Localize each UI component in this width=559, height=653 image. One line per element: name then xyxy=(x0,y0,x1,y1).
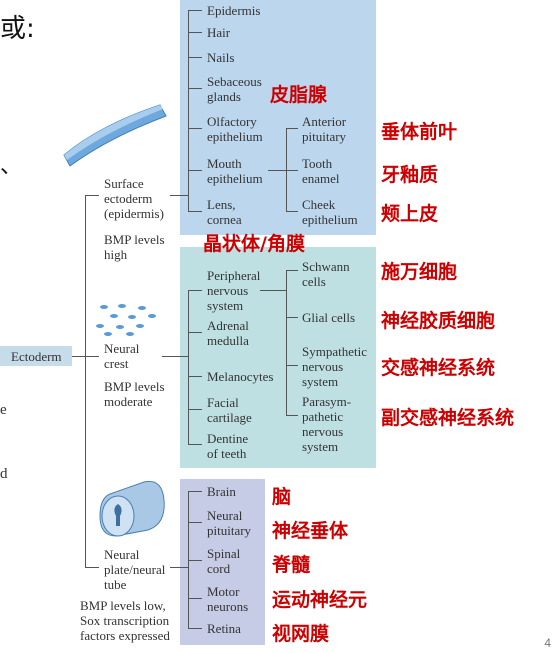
page-number: 4 xyxy=(544,636,551,650)
neural-crest-cells-icon xyxy=(96,304,156,336)
neural-crest-label: Neural crest xyxy=(104,341,140,371)
surface-sub-tick xyxy=(286,128,298,129)
root-connector xyxy=(72,356,85,357)
crest-panel-spine xyxy=(188,290,189,445)
annotation-neural-pituitary: 神经垂体 xyxy=(272,520,349,542)
tube-panel-spine xyxy=(188,491,189,628)
surface-item: Epidermis xyxy=(207,3,261,18)
surface-item: Olfactory epithelium xyxy=(207,114,263,144)
annotation-sebaceous: 皮脂腺 xyxy=(270,84,328,106)
surface-sub-tick xyxy=(286,211,298,212)
annotation-enamel: 牙釉质 xyxy=(381,164,439,186)
annotation-retina: 视网膜 xyxy=(272,623,330,645)
crest-sub-item: Schwann cells xyxy=(302,259,350,289)
surface-item: Lens, cornea xyxy=(207,197,242,227)
crest-tick xyxy=(188,444,202,445)
crest-sub-spine xyxy=(286,270,287,415)
surface-sub-connector xyxy=(268,170,286,171)
annotation-schwann: 施万细胞 xyxy=(381,261,458,283)
crest-item: Facial cartilage xyxy=(207,395,252,425)
tube-branch xyxy=(85,567,99,568)
crest-sub-tick xyxy=(286,270,298,271)
surface-sub-tick xyxy=(286,170,298,171)
tube-tick xyxy=(188,628,202,629)
title-fragment: 或: xyxy=(0,14,35,44)
surface-tick xyxy=(188,170,202,171)
annotation-anterior-pituitary: 垂体前叶 xyxy=(381,121,458,143)
crest-sub-item: Parasym- pathetic nervous system xyxy=(302,394,352,454)
surface-ectoderm-panel xyxy=(180,0,376,235)
tube-tick xyxy=(188,560,202,561)
tube-tick xyxy=(188,598,202,599)
surface-sub-item: Anterior pituitary xyxy=(302,114,347,144)
surface-tick xyxy=(188,211,202,212)
crest-sub-tick xyxy=(286,365,298,366)
annotation-lens: 晶状体/角膜 xyxy=(203,233,305,255)
annotation-brain: 脑 xyxy=(272,486,292,508)
crest-to-panel xyxy=(162,356,188,357)
crest-sub-item: Sympathetic nervous system xyxy=(302,344,367,389)
ectoderm-box xyxy=(0,346,72,366)
left-mark-fragment: 、 xyxy=(0,154,23,179)
surface-item: Sebaceous glands xyxy=(207,74,262,104)
tube-tick xyxy=(188,522,202,523)
neural-tube-panel xyxy=(180,479,265,645)
surface-item: Nails xyxy=(207,50,235,65)
annotation-parasympathetic: 副交感神经系统 xyxy=(381,407,515,429)
crest-sub-connector xyxy=(260,290,286,291)
crest-item: Melanocytes xyxy=(207,369,274,384)
crest-bmp-label: BMP levels moderate xyxy=(104,379,165,409)
neural-tube-label: Neural plate/neural tube xyxy=(104,547,166,592)
crest-sub-item: Glial cells xyxy=(302,310,356,325)
crest-tick xyxy=(188,409,202,410)
surface-tick xyxy=(188,88,202,89)
surface-branch xyxy=(85,195,99,196)
crest-sub-tick xyxy=(286,317,298,318)
surface-tick xyxy=(188,10,202,11)
surface-item: Mouth epithelium xyxy=(207,156,263,186)
crest-branch xyxy=(85,356,99,357)
surface-panel-spine xyxy=(188,10,189,211)
crest-item: Dentine of teeth xyxy=(207,431,249,461)
surface-item: Hair xyxy=(207,25,231,40)
text-fragment-d: d xyxy=(0,466,8,482)
surface-ectoderm-label: Surface ectoderm (epidermis) xyxy=(104,176,164,221)
surface-to-panel xyxy=(170,195,188,196)
tube-item: Neural pituitary xyxy=(207,508,252,538)
crest-item: Adrenal medulla xyxy=(207,318,249,348)
annotation-motor-neurons: 运动神经元 xyxy=(272,589,368,611)
annotation-sympathetic: 交感神经系统 xyxy=(381,357,496,379)
ectoderm-label: Ectoderm xyxy=(11,349,62,364)
tube-item: Motor neurons xyxy=(207,584,249,614)
surface-tick xyxy=(188,32,202,33)
text-fragment-e: e xyxy=(0,402,7,418)
annotation-spinal-cord: 脊髓 xyxy=(272,554,311,576)
surface-sub-item: Tooth enamel xyxy=(302,156,340,186)
neural-tube-icon xyxy=(99,480,165,537)
surface-tick xyxy=(188,57,202,58)
crest-item: Peripheral nervous system xyxy=(207,268,261,313)
tube-item: Retina xyxy=(207,621,241,636)
tube-item: Brain xyxy=(207,484,236,499)
surface-sub-item: Cheek epithelium xyxy=(302,197,358,227)
crest-tick xyxy=(188,332,202,333)
crest-tick xyxy=(188,376,202,377)
surface-tick xyxy=(188,128,202,129)
crest-tick xyxy=(188,290,202,291)
crest-sub-tick xyxy=(286,415,298,416)
surface-bmp-label: BMP levels high xyxy=(104,232,165,262)
tube-bmp-label: BMP levels low, Sox transcription factor… xyxy=(80,598,170,643)
annotation-glial: 神经胶质细胞 xyxy=(381,310,496,332)
tube-tick xyxy=(188,491,202,492)
surface-ectoderm-sheet-icon xyxy=(63,104,167,167)
main-trunk xyxy=(85,195,86,568)
tube-item: Spinal cord xyxy=(207,546,241,576)
neural-crest-panel xyxy=(180,247,376,468)
annotation-cheek: 颊上皮 xyxy=(381,203,439,225)
tube-to-panel xyxy=(170,567,188,568)
